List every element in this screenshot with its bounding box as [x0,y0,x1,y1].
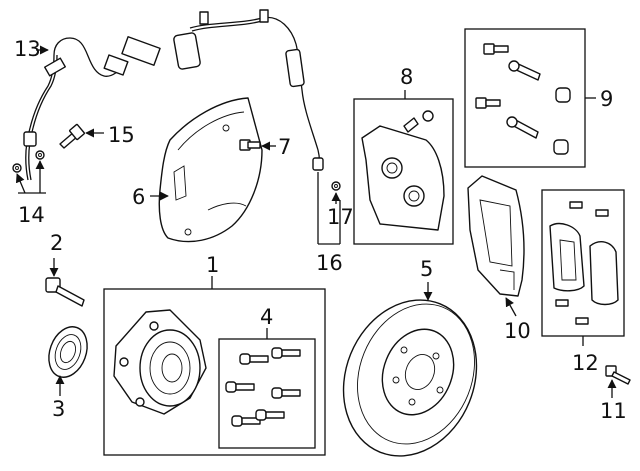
callout-11: 11 [600,399,627,423]
bolt-11 [605,365,631,385]
callout-17: 17 [327,205,354,229]
brake-rotor-5 [342,299,478,457]
bolt-15 [59,123,85,149]
callout-1: 1 [206,253,219,277]
hub-assembly-1 [113,309,207,415]
abs-sensor-harness-left [12,36,161,181]
guide-pin-kit-9 [475,43,571,155]
callout-7: 7 [278,135,291,159]
abs-sensor-harness-center [173,9,341,191]
callout-15: 15 [108,123,135,147]
callout-6: 6 [132,185,145,209]
hub-assembly-box [103,288,326,456]
seal-3 [48,326,88,378]
caliper-bracket-10 [467,175,525,297]
caliper-box [353,98,454,245]
callout-2: 2 [50,231,63,255]
callout-16: 16 [316,251,343,275]
callout-12: 12 [572,351,599,375]
callout-9: 9 [600,87,613,111]
bolt-2 [45,277,85,307]
bolt-7 [239,139,261,151]
caliper-8 [361,110,445,231]
callout-4: 4 [260,305,273,329]
callout-10: 10 [504,319,531,343]
callout-8: 8 [400,65,413,89]
callout-5: 5 [420,257,433,281]
callout-3: 3 [52,397,65,421]
wheel-studs-4 [225,347,301,427]
dust-shield-6 [158,97,263,243]
callout-13: 13 [14,37,41,61]
brake-pads-12 [549,201,619,325]
callout-14: 14 [18,203,45,227]
